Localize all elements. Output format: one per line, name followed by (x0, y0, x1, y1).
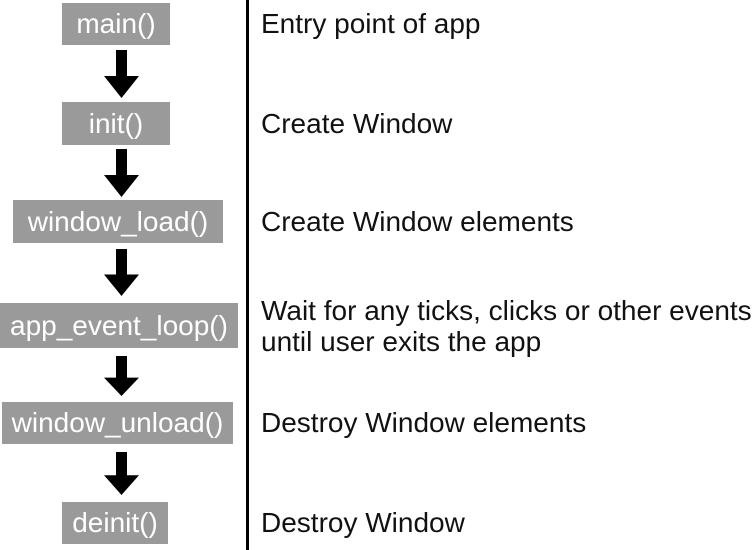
flow-box-label: main() (76, 8, 156, 39)
step-description-deinit: Destroy Window (261, 507, 465, 539)
flow-box-label: init() (88, 107, 144, 139)
flow-box-label: window_unload() (11, 407, 224, 438)
divider-line (246, 0, 249, 550)
flow-box-label: window_load() (27, 205, 209, 237)
down-arrow-icon (104, 149, 139, 197)
down-arrow-icon (104, 249, 139, 296)
flow-box-init: init() (62, 102, 170, 145)
flow-box-window-load: window_load() (13, 200, 223, 243)
flow-box-label: deinit() (72, 507, 158, 538)
flow-box-app-event-loop: app_event_loop() (0, 303, 238, 348)
step-description-init: Create Window (261, 107, 453, 139)
flow-box-window-unload: window_unload() (2, 402, 233, 444)
down-arrow-icon (104, 50, 139, 98)
flow-box-main: main() (62, 3, 170, 45)
flow-box-label: app_event_loop() (10, 309, 228, 341)
step-description-window-unload: Destroy Window elements (261, 407, 587, 439)
step-description-main: Entry point of app (261, 8, 481, 40)
step-description-app-event-loop: Wait for any ticks, clicks or other even… (261, 294, 752, 357)
flow-box-deinit: deinit() (62, 502, 168, 544)
down-arrow-icon (104, 356, 139, 396)
down-arrow-icon (104, 452, 139, 495)
step-description-window-load: Create Window elements (261, 205, 574, 237)
